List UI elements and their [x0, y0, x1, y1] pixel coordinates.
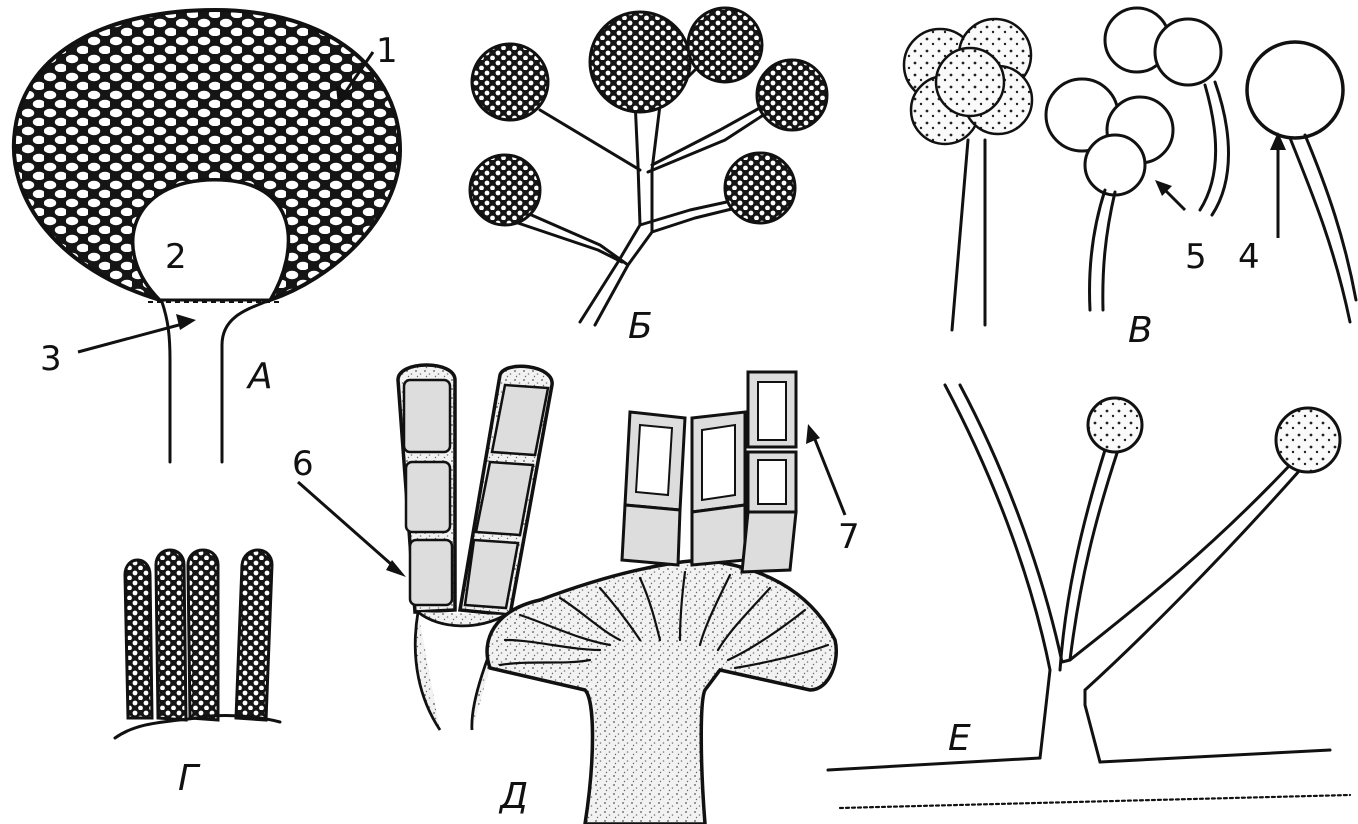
- fan-head: [487, 560, 836, 824]
- sporangiole-cluster-2: [1046, 79, 1173, 195]
- sporangiole-cluster-1: [904, 19, 1032, 144]
- sporangiole-cluster-3: [1105, 8, 1221, 85]
- stalk-v1: [952, 140, 985, 330]
- panel-label-a: А: [246, 356, 273, 397]
- cell-chains-top: [622, 372, 796, 572]
- stalk-e-small: [1060, 450, 1118, 670]
- panel-g-merosporangia: [115, 550, 280, 738]
- panel-e-sporangiophores: [828, 385, 1350, 808]
- callout-label-2: 2: [165, 237, 187, 277]
- panel-b-branched-sporangiophore: [470, 8, 827, 325]
- callout-arrow-7: [812, 432, 845, 515]
- callout-arrowhead-3: [176, 314, 196, 330]
- stalk-v3: [1200, 82, 1229, 215]
- merosporangium-3: [188, 550, 218, 720]
- callout-label-3: 3: [40, 339, 62, 379]
- sporangiole-single: [1247, 42, 1343, 138]
- panel-a-sporangium: [14, 10, 400, 462]
- sporangium-b3: [688, 8, 762, 82]
- callout-arrow-6: [298, 482, 400, 572]
- sporangium-e-large: [1276, 408, 1340, 472]
- stalk-v4: [1290, 135, 1356, 322]
- merosporangium-1: [125, 560, 152, 718]
- callout-arrowhead-7: [806, 424, 820, 444]
- panel-label-b: Б: [628, 306, 653, 347]
- merosporangium-2: [156, 550, 186, 720]
- panel-label-v: В: [1128, 310, 1153, 351]
- sporangium-b6: [725, 153, 795, 223]
- callout-label-1: 1: [376, 31, 398, 71]
- sporangium-b4: [757, 60, 827, 130]
- stalk-v2: [1090, 190, 1115, 310]
- sporangium-e-small: [1088, 398, 1142, 452]
- sporangium-b1: [472, 44, 548, 120]
- panel-label-d: Д: [498, 776, 528, 817]
- panel-label-g: Г: [178, 758, 201, 799]
- panel-v-sporangiola: [904, 8, 1356, 330]
- substrate-line: [840, 795, 1350, 808]
- columella: [133, 180, 288, 300]
- panel-d-cell-chains: [298, 365, 845, 824]
- callout-label-5: 5: [1185, 237, 1207, 277]
- callout-label-7: 7: [838, 517, 860, 557]
- sporangiophore-a: [162, 302, 170, 462]
- callout-arrow-3: [78, 322, 190, 352]
- panel-label-e: Е: [948, 718, 971, 759]
- ground-hypha: [828, 750, 1330, 770]
- sporangium-b5: [470, 155, 540, 225]
- callout-label-6: 6: [292, 444, 314, 484]
- sporangium-b2: [590, 12, 690, 112]
- callout-label-4: 4: [1238, 237, 1260, 277]
- merosporangium-4: [236, 550, 272, 720]
